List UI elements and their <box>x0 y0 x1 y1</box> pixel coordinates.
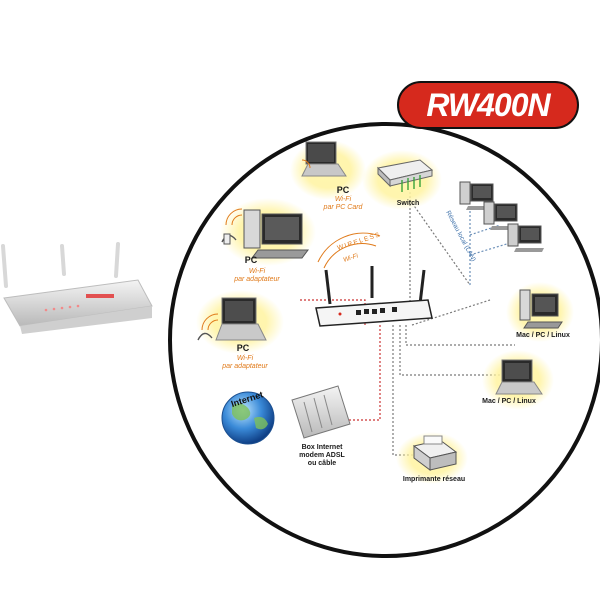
wifi-waves-icon <box>201 159 311 331</box>
pc-adapter1-desc-1: Wi-Fi <box>248 268 266 275</box>
network-printer-icon <box>412 435 458 471</box>
desktop-pc-adapter-icon <box>221 209 309 259</box>
mac-pc-laptop-icon <box>495 359 543 395</box>
box-internet-icon <box>291 385 351 439</box>
printer-name: Imprimante réseau <box>402 476 466 483</box>
pc-card-name: PC <box>336 185 350 195</box>
model-title: RW400N <box>426 87 550 123</box>
pc-adapter1-desc-2: par adaptateur <box>234 276 280 283</box>
wireless-wifi-label: Wi-Fi <box>342 252 359 263</box>
pc-card-desc-2: par PC Card <box>323 204 363 211</box>
pc-adapter1-name: PC <box>244 255 258 265</box>
central-router-icon <box>315 266 433 327</box>
pc-adapter2-desc-2: par adaptateur <box>222 363 268 370</box>
box-internet-desc-2: ou câble <box>307 460 337 467</box>
laptop-pc-adapter-icon <box>197 297 267 341</box>
box-internet-name: Box Internet <box>301 444 343 451</box>
switch-icon <box>376 159 434 192</box>
pc-card-desc-1: Wi-Fi <box>334 196 352 203</box>
pc-adapter2-desc-1: Wi-Fi <box>236 355 254 362</box>
internet-globe-icon: Internet <box>221 389 275 445</box>
lan-desktops-icon <box>459 181 544 252</box>
mac-pc-desktop-icon <box>519 289 563 329</box>
pc-adapter2-name: PC <box>236 343 250 353</box>
switch-name: Switch <box>396 200 420 207</box>
router-photo <box>1 242 153 334</box>
wireless-arc <box>317 232 381 269</box>
model-badge <box>397 81 579 129</box>
mac-pc-linux-1: Mac / PC / Linux <box>516 332 570 339</box>
mac-pc-linux-2: Mac / PC / Linux <box>482 398 536 405</box>
laptop-pc-card-icon <box>301 141 347 177</box>
box-internet-desc-1: modem ADSL <box>299 452 345 459</box>
